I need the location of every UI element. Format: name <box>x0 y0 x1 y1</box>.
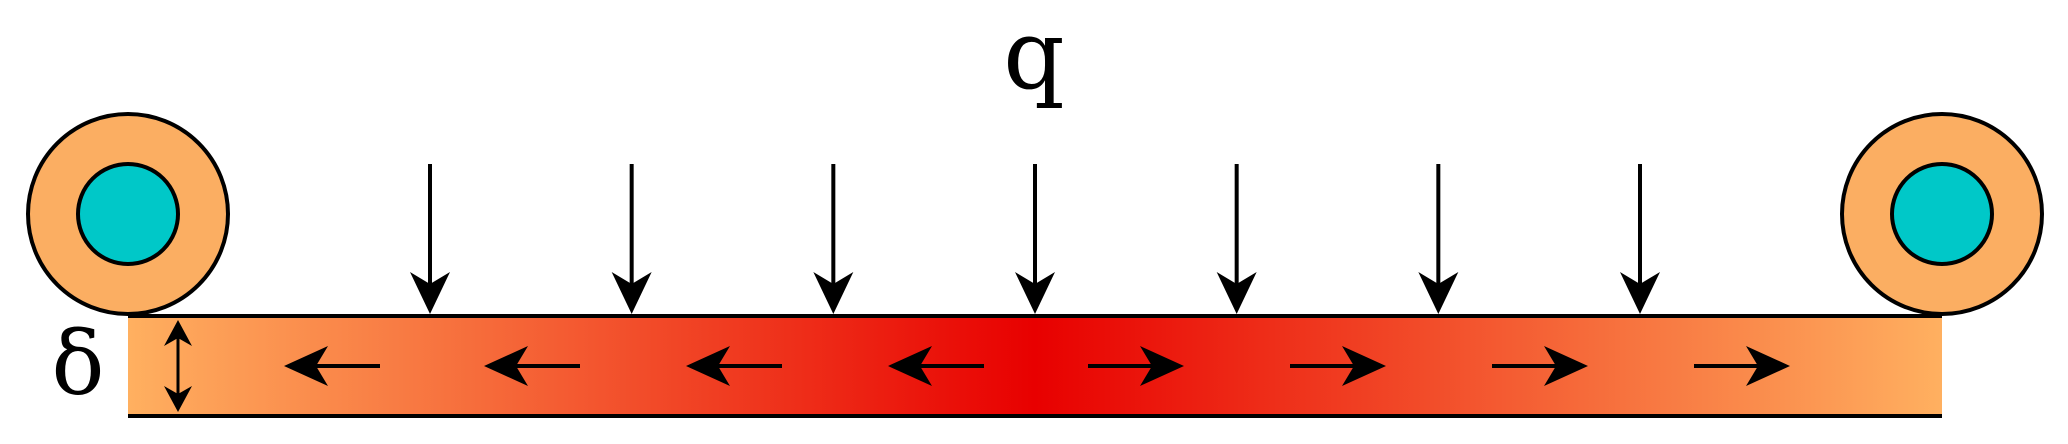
double-arrow-icon-bottom-head <box>164 386 192 412</box>
roller-left-inner <box>76 162 180 266</box>
double-arrow-icon-top-head <box>164 320 192 346</box>
load-arrow-head <box>1418 272 1459 314</box>
arrow-right-icon <box>1694 346 1790 386</box>
load-arrow-head <box>1620 272 1660 314</box>
load-arrow-icon <box>410 164 450 314</box>
load-arrow-head <box>410 272 450 314</box>
flow-arrow-head <box>484 346 528 386</box>
load-arrow-icon <box>1620 164 1660 314</box>
strip-body <box>128 316 1942 416</box>
load-arrow-head <box>1015 272 1055 314</box>
flow-arrow-head <box>1746 346 1790 386</box>
arrow-left-icon <box>686 346 782 386</box>
load-label: q <box>1003 0 1064 111</box>
flow-arrow-head <box>686 346 730 386</box>
thickness-indicator: δ <box>52 312 192 415</box>
thickness-label: δ <box>52 312 105 415</box>
load-arrows <box>410 164 1660 314</box>
arrow-right-icon <box>1492 346 1588 386</box>
load-arrow-head <box>813 272 854 314</box>
arrow-left-icon <box>484 346 580 386</box>
arrow-left-icon <box>284 346 380 386</box>
roller-right-inner <box>1890 162 1994 266</box>
flow-arrow-head <box>888 346 932 386</box>
flow-arrow-head <box>284 346 328 386</box>
load-arrow-head <box>1216 272 1257 314</box>
load-arrow-icon <box>813 164 854 314</box>
arrow-left-icon <box>888 346 984 386</box>
flow-arrow-head <box>1544 346 1588 386</box>
load-arrow-head <box>611 272 652 314</box>
arrow-right-icon <box>1290 346 1386 386</box>
strip <box>128 314 1942 418</box>
flow-arrow-head <box>1140 346 1184 386</box>
load-arrow-icon <box>1418 164 1459 314</box>
load-arrow-icon <box>1015 164 1055 314</box>
load-arrow-icon <box>611 164 652 314</box>
arrow-right-icon <box>1088 346 1184 386</box>
roller-left <box>26 112 230 316</box>
flow-arrow-head <box>1342 346 1386 386</box>
load-arrow-icon <box>1216 164 1257 314</box>
roller-right <box>1840 112 2044 316</box>
flow-arrows <box>284 346 1790 386</box>
